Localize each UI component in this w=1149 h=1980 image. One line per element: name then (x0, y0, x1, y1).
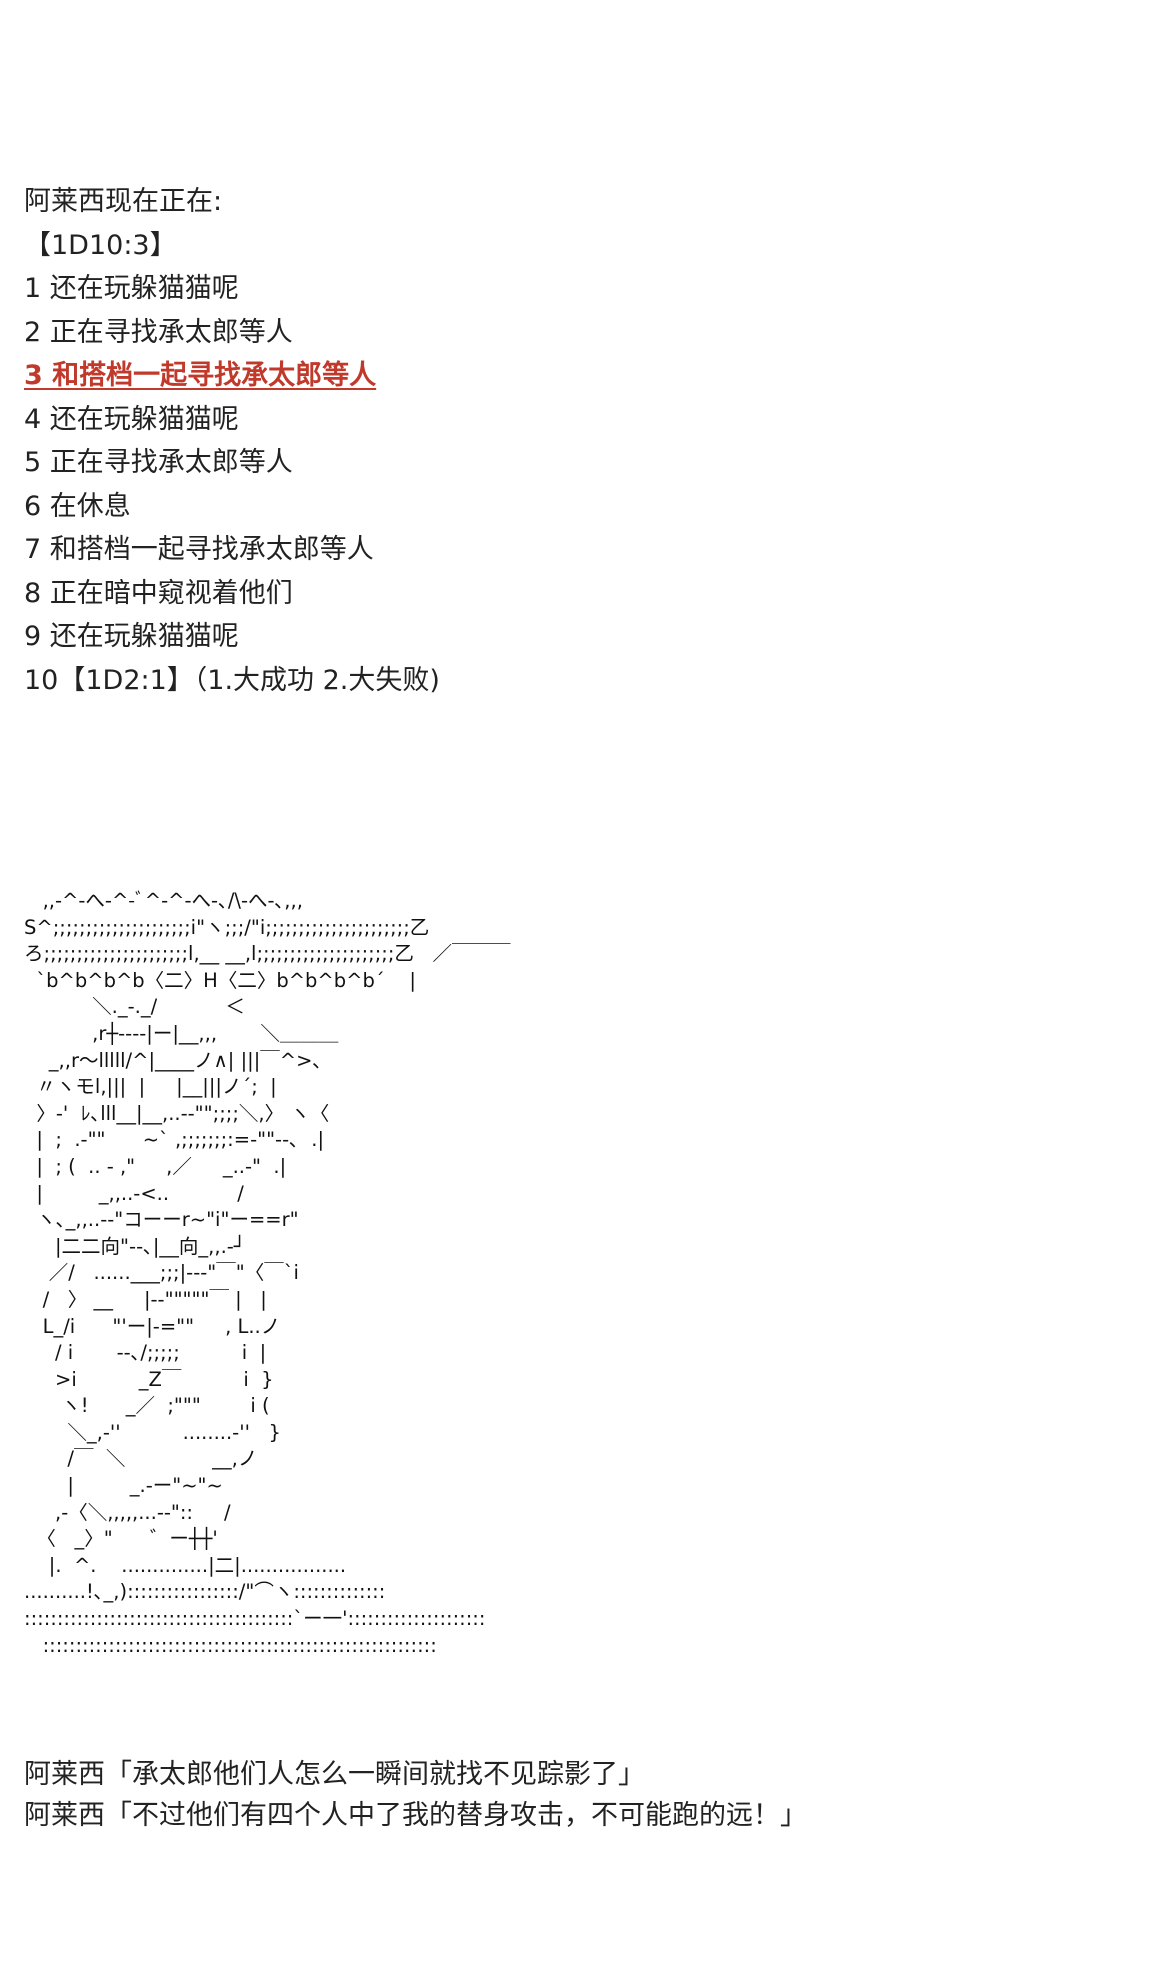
roll-option: 4 还在玩躲猫猫呢 (24, 403, 239, 435)
dialogue-line: 阿莱西「承太郎他们人怎么一瞬间就找不见踪影了」 (24, 1759, 645, 1790)
roll-option-selected: 3 和搭档一起寻找承太郎等人 (24, 360, 377, 391)
roll-option: 1 还在玩躲猫猫呢 (24, 273, 239, 304)
ascii-art-character: ,,-^-へ-^-ﾞ^-^-へ-､/\-へ-､,,, S^;;;;;;;;;;;… (24, 889, 511, 1657)
roll-option: 9 还在玩躲猫猫呢 (24, 621, 239, 652)
roll-dice-result: 【1D10:3】 (24, 229, 177, 261)
dialogue-line: 阿莱西「不过他们有四个人中了我的替身攻击，不可能跑的远！」 (24, 1800, 807, 1831)
roll-option: 7 和搭档一起寻找承太郎等人 (24, 534, 374, 565)
roll-option: 5 正在寻找承太郎等人 (24, 447, 293, 478)
roll-option: 6 在休息 (24, 490, 131, 522)
roll-option: 8 正在暗中窥视着他们 (24, 577, 293, 609)
roll-header: 阿莱西现在正在: (24, 186, 223, 217)
dialogue-block: 阿莱西「承太郎他们人怎么一瞬间就找不见踪影了」 阿莱西「不过他们有四个人中了我的… (24, 1754, 1124, 1836)
roll-option: 10【1D2:1】（1.大成功 2.大失败) (24, 664, 440, 696)
dice-roll-block: 阿莱西现在正在: 【1D10:3】 1 还在玩躲猫猫呢 2 正在寻找承太郎等人 … (24, 180, 1124, 702)
roll-option: 2 正在寻找承太郎等人 (24, 316, 293, 348)
